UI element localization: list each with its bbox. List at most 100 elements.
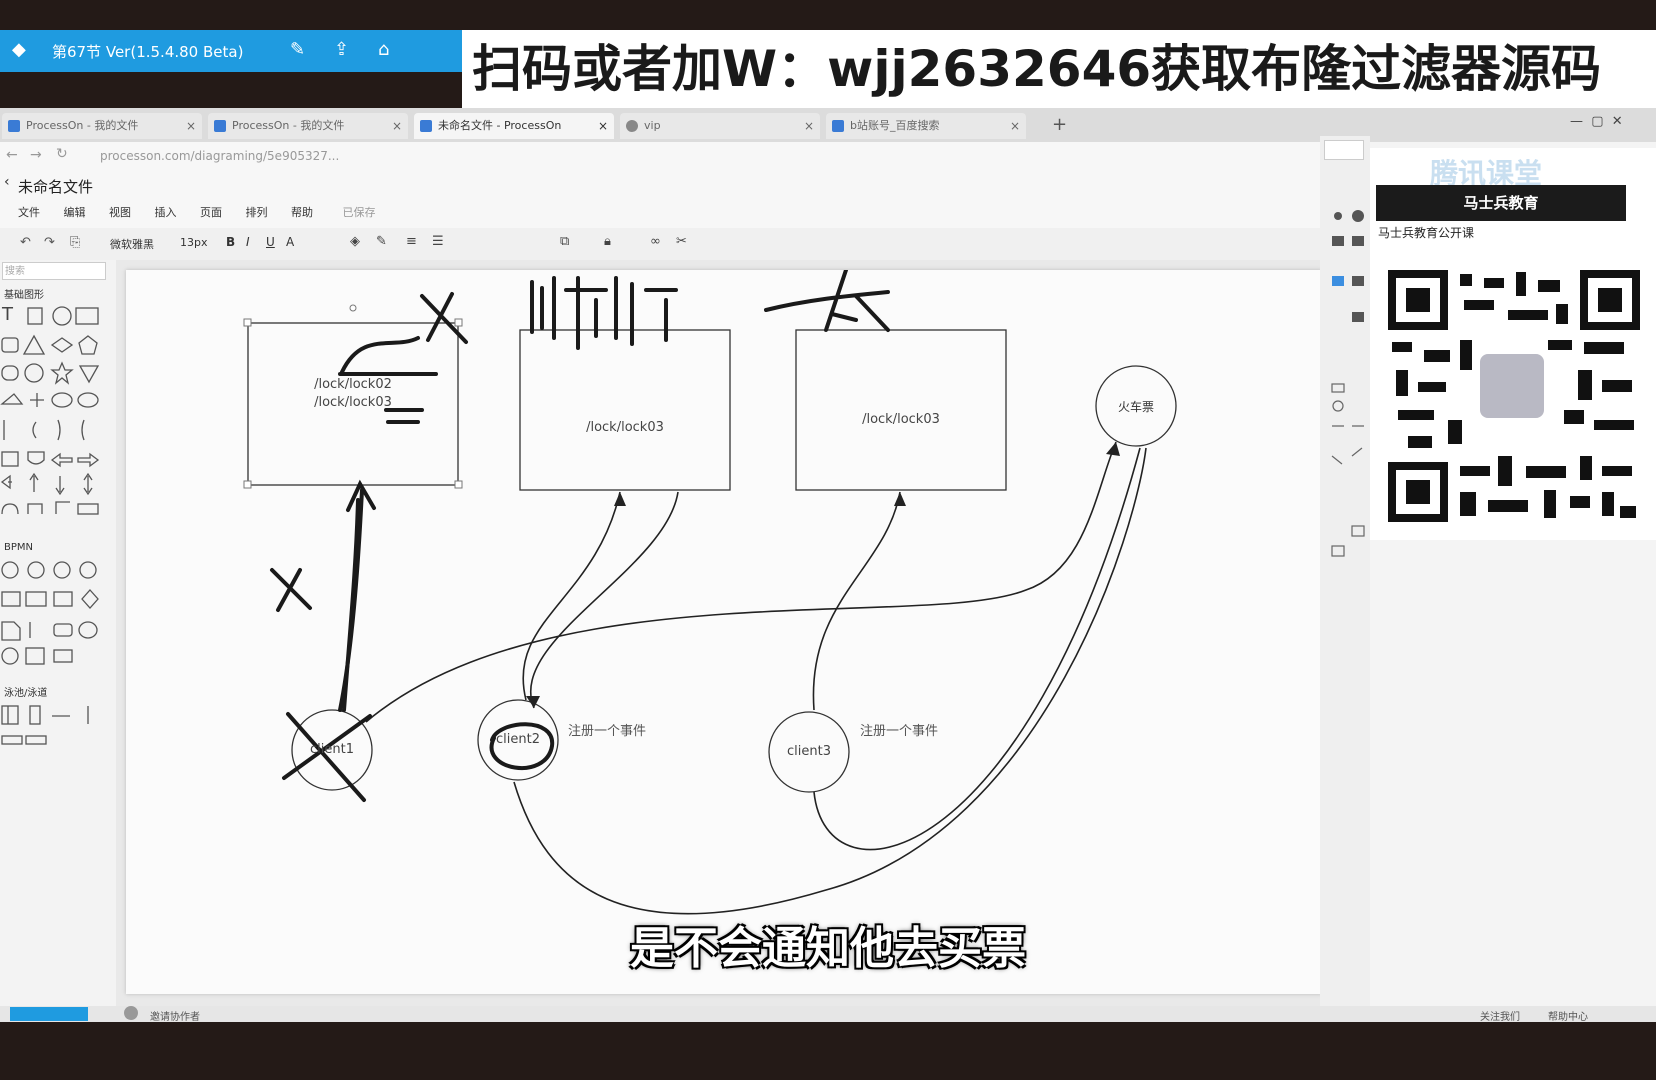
- undo-icon[interactable]: ↶: [20, 235, 31, 250]
- video-subtitle: 是不会通知他去买票: [630, 923, 1026, 974]
- box3-label[interactable]: /lock/lock03: [862, 412, 940, 427]
- edit-icon[interactable]: ✎: [290, 39, 306, 60]
- underline-button[interactable]: U: [266, 235, 275, 249]
- saved-status: 已保存: [342, 206, 376, 219]
- close-icon[interactable]: ×: [1009, 119, 1020, 133]
- menu-file[interactable]: 文件: [18, 206, 40, 219]
- close-icon[interactable]: ×: [803, 119, 814, 133]
- shape-search-input[interactable]: 搜索: [2, 262, 106, 280]
- svg-text:T: T: [1, 304, 14, 325]
- box1-path-2: /lock/lock03: [314, 395, 392, 410]
- menu-bar: 文件 编辑 视图 插入 页面 排列 帮助 已保存: [18, 204, 376, 220]
- bold-button[interactable]: B: [226, 235, 236, 249]
- share-icon[interactable]: ⇪: [334, 39, 350, 60]
- tab-strip: ProcessOn - 我的文件 × ProcessOn - 我的文件 × 未命…: [0, 108, 1656, 142]
- player-title-bar: ◆ 第67节 Ver(1.5.4.80 Beta) ✎ ⇪ ⌂: [0, 30, 462, 72]
- new-tab-button[interactable]: +: [1052, 114, 1068, 135]
- tab-processon-1[interactable]: ProcessOn - 我的文件 ×: [2, 113, 202, 139]
- train-ticket-label[interactable]: 火车票: [1117, 400, 1154, 414]
- menu-edit[interactable]: 编辑: [63, 206, 86, 219]
- menu-view[interactable]: 视图: [109, 206, 131, 219]
- bpmn-shape-grid[interactable]: [0, 556, 114, 676]
- player-title: 第67节 Ver(1.5.4.80 Beta): [52, 43, 244, 61]
- tab-label: ProcessOn - 我的文件: [232, 119, 345, 132]
- client3-label[interactable]: client3: [787, 744, 831, 759]
- client2-label[interactable]: client2: [496, 732, 540, 747]
- brand-caption: 马士兵教育公开课: [1378, 226, 1475, 240]
- lock-node-box-2: [519, 329, 731, 491]
- right-tool-column: [1320, 136, 1370, 1010]
- client1-label[interactable]: client1: [310, 742, 354, 757]
- address-bar[interactable]: ← → ↻ processon.com/diagraming/5e905327.…: [0, 142, 1320, 170]
- lane-shape-grid[interactable]: [0, 700, 114, 760]
- line-width-icon[interactable]: ≡: [406, 234, 417, 249]
- section-basic-shapes[interactable]: 基础图形: [4, 290, 44, 301]
- menu-help[interactable]: 帮助: [291, 206, 313, 219]
- qr-avatar: [1480, 354, 1544, 418]
- font-size-select[interactable]: 13px: [180, 236, 208, 249]
- close-icon[interactable]: ×: [185, 119, 196, 133]
- tab-baidu[interactable]: b站账号_百度搜索 ×: [826, 113, 1026, 139]
- menu-insert[interactable]: 插入: [154, 206, 177, 219]
- link-icon[interactable]: ∞: [650, 234, 661, 249]
- url-text[interactable]: processon.com/diagraming/5e905327...: [100, 149, 340, 163]
- tab-processon-2[interactable]: ProcessOn - 我的文件 ×: [208, 113, 408, 139]
- help-center[interactable]: 帮助中心: [1548, 1012, 1588, 1023]
- tools-icon[interactable]: ✂: [676, 234, 687, 249]
- menu-arrange[interactable]: 排列: [245, 206, 268, 219]
- arrange-icon[interactable]: ⧉: [560, 234, 570, 249]
- text-color-button[interactable]: A: [286, 235, 295, 249]
- font-select[interactable]: 微软雅黑: [110, 238, 154, 251]
- status-blue-button[interactable]: [10, 1007, 88, 1021]
- processon-icon: [214, 120, 226, 132]
- page-thumb-button[interactable]: [1324, 140, 1364, 160]
- line-color-icon[interactable]: ✎: [376, 234, 387, 249]
- app-icon: ◆: [12, 39, 26, 60]
- close-icon[interactable]: ×: [391, 119, 402, 133]
- back-to-list-icon[interactable]: ‹: [4, 174, 10, 190]
- fill-icon[interactable]: ◈: [350, 234, 360, 249]
- client2-circle: [477, 699, 559, 781]
- baidu-icon: [832, 120, 844, 132]
- tencent-classroom-logo: 腾讯课堂: [1430, 157, 1543, 190]
- italic-button[interactable]: I: [246, 235, 250, 249]
- train-ticket-circle: [1095, 365, 1177, 447]
- home-icon[interactable]: ⌂: [378, 39, 390, 60]
- processon-icon: [8, 120, 20, 132]
- canvas-area: /lock/lock02 /lock/lock03 /lock/lock03 /…: [116, 260, 1336, 1010]
- register-event-label-1[interactable]: 注册一个事件: [568, 724, 647, 739]
- line-style-icon[interactable]: ☰: [432, 234, 444, 249]
- tab-label: ProcessOn - 我的文件: [26, 119, 139, 132]
- brand-banner: 马士兵教育: [1376, 185, 1626, 221]
- tab-vip[interactable]: vip ×: [620, 113, 820, 139]
- tab-unnamed-file[interactable]: 未命名文件 - ProcessOn ×: [414, 113, 614, 139]
- file-title[interactable]: 未命名文件: [18, 178, 94, 196]
- invite-collaborator[interactable]: 邀请协作者: [150, 1012, 200, 1023]
- connector-client2-train: [513, 447, 1147, 915]
- basic-shape-grid[interactable]: T: [0, 300, 114, 540]
- redo-icon[interactable]: ↷: [44, 235, 55, 250]
- register-event-label-2[interactable]: 注册一个事件: [860, 724, 939, 739]
- diagram-canvas[interactable]: /lock/lock02 /lock/lock03 /lock/lock03 /…: [126, 270, 1322, 994]
- reload-icon[interactable]: ↻: [56, 146, 68, 162]
- section-bpmn[interactable]: BPMN: [4, 542, 33, 553]
- app-header: ‹ 未命名文件 文件 编辑 视图 插入 页面 排列 帮助 已保存: [0, 170, 1320, 228]
- format-painter-icon[interactable]: ⎘: [70, 235, 81, 250]
- qr-code: [1388, 270, 1640, 522]
- box2-label[interactable]: /lock/lock03: [586, 420, 664, 435]
- lock-icon[interactable]: 🔒︎: [604, 234, 611, 249]
- box1-label[interactable]: /lock/lock02 /lock/lock03: [248, 376, 458, 412]
- pen-char-node: [764, 270, 890, 332]
- close-icon[interactable]: ×: [597, 119, 608, 133]
- globe-icon: [626, 120, 638, 132]
- forward-icon[interactable]: →: [30, 147, 42, 163]
- back-icon[interactable]: ←: [6, 147, 18, 163]
- lock-node-box-1: [247, 322, 459, 486]
- window-controls[interactable]: — ▢ ✕: [1570, 114, 1623, 129]
- connector-client3-box3: [812, 491, 901, 711]
- diagram-svg: [243, 270, 1177, 915]
- menu-page[interactable]: 页面: [200, 206, 222, 219]
- follow-us[interactable]: 关注我们: [1480, 1012, 1520, 1023]
- connector-client3-train: [813, 447, 1141, 851]
- section-pool-lanes[interactable]: 泳池/泳道: [4, 688, 48, 699]
